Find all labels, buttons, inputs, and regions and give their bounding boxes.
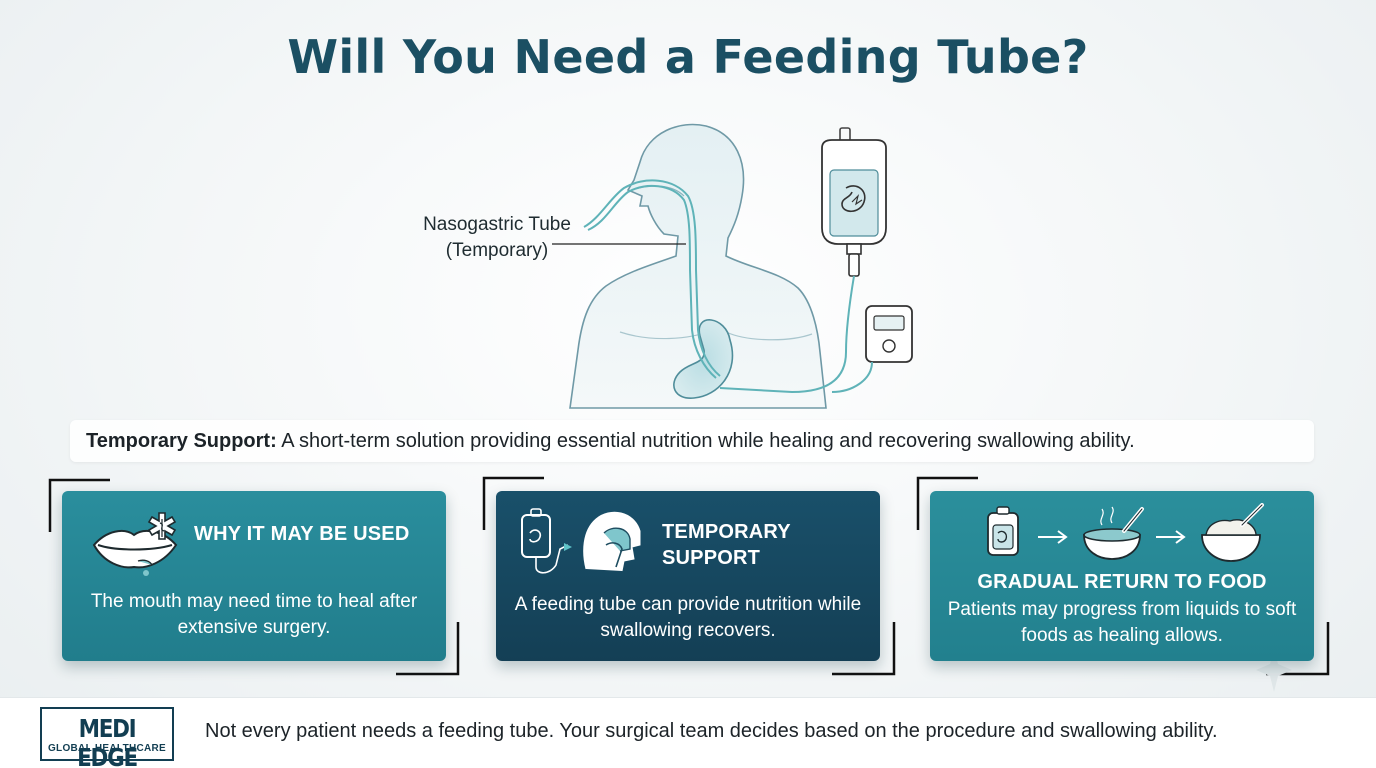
human-torso-icon: [569, 123, 827, 409]
bag-line: [719, 275, 855, 394]
feeding-bag-icon: [821, 127, 887, 277]
card-gradual-return: GRADUAL RETURN TO FOOD Patients may prog…: [930, 491, 1314, 661]
feeding-bag-head-icon: [521, 508, 641, 574]
medi-edge-logo: MEDI EDGE GLOBAL HEALTHCARE: [40, 707, 174, 768]
card-temporary-support-heading-line2: SUPPORT: [662, 547, 761, 569]
card-why-used-heading: WHY IT MAY BE USED: [194, 523, 410, 545]
soup-bowl-icon: [1083, 506, 1144, 560]
logo-main-text: MEDI EDGE: [77, 714, 138, 768]
footer-note: Not every patient needs a feeding tube. …: [205, 720, 1218, 742]
sparkle-icon: [1256, 648, 1292, 692]
support-text: A short-term solution providing essentia…: [276, 430, 1135, 452]
tube-label-line2: (Temporary): [445, 240, 549, 261]
logo-sub-text: GLOBAL HEALTHCARE: [47, 743, 167, 754]
stomach-icon: [673, 319, 734, 399]
card-temporary-support-heading-line1: TEMPORARY: [662, 521, 791, 543]
tube-label-line1: Nasogastric Tube: [423, 214, 571, 235]
tube-label: Nasogastric Tube (Temporary): [402, 212, 592, 264]
card-temporary-support-heading: TEMPORARY SUPPORT: [662, 519, 862, 571]
mouth-medical-icon: [92, 512, 178, 576]
temporary-support-banner: Temporary Support: A short-term solution…: [70, 420, 1314, 462]
nasogastric-tube: [583, 179, 721, 379]
support-label: Temporary Support:: [86, 430, 277, 452]
card-gradual-return-heading: GRADUAL RETURN TO FOOD: [977, 571, 1267, 593]
feeding-pump-icon: [831, 305, 913, 393]
card-gradual-return-body: Patients may progress from liquids to so…: [947, 599, 1297, 646]
card-why-used-body: The mouth may need time to heal after ex…: [90, 591, 418, 638]
footer: MEDI EDGE GLOBAL HEALTHCARE Not every pa…: [0, 697, 1376, 768]
soft-food-bowl-icon: [1201, 503, 1264, 562]
card-temporary-support-body: A feeding tube can provide nutrition whi…: [514, 594, 862, 641]
card-temporary-support: TEMPORARY SUPPORT A feeding tube can pro…: [496, 491, 880, 661]
corner-brackets: [48, 476, 1330, 692]
card-why-used: WHY IT MAY BE USED The mouth may need ti…: [62, 491, 446, 661]
page-title: Will You Need a Feeding Tube?: [287, 30, 1089, 84]
feeding-tube-illustration: [552, 123, 913, 409]
liquid-bag-icon: [987, 506, 1019, 556]
liquid-to-soft-food-icon: [987, 503, 1264, 562]
